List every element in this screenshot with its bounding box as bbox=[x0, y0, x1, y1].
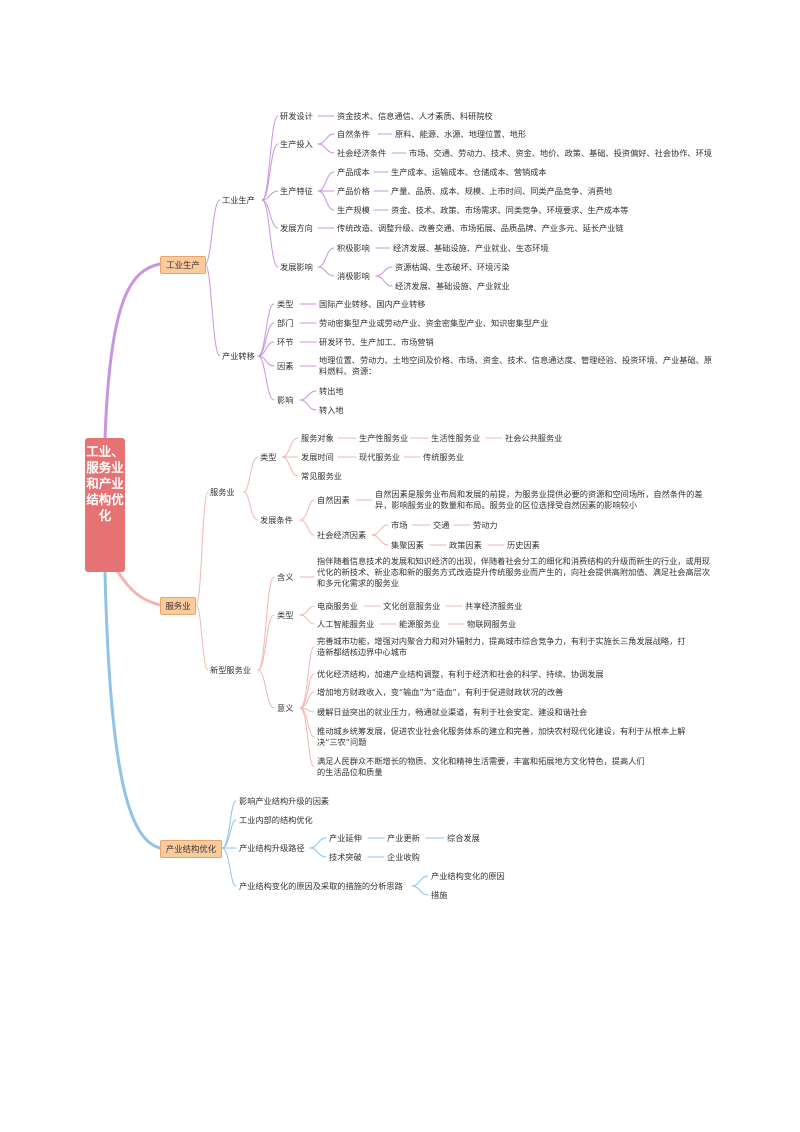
node-feature-cost: 产品成本 bbox=[337, 167, 370, 177]
node-service-social: 社会经济因素 bbox=[317, 530, 367, 540]
node-service-common: 常见服务业 bbox=[301, 471, 342, 481]
node-new-type-v6: 物联网服务业 bbox=[467, 619, 517, 629]
node-impact-positive-value: 经济发展、基础设施、产业就业、生态环境 bbox=[393, 243, 549, 253]
node-service-natural-value: 自然因素是服务业布局和发展的前提，为服务业提供必要的资源和空间场所，自然条件的差… bbox=[375, 489, 703, 510]
node-service-object-v1: 生产性服务业 bbox=[359, 433, 409, 443]
node-feature: 生产特征 bbox=[280, 186, 313, 196]
node-path-v2: 产业更新 bbox=[387, 833, 420, 843]
node-transfer-factor-value: 地理位置、劳动力、土地空间及价格、市场、资金、技术、信息通达度、管理经验、投资环… bbox=[319, 355, 713, 376]
node-service-time-v2: 传统服务业 bbox=[423, 452, 464, 462]
node-impact-negative: 消极影响 bbox=[337, 271, 370, 281]
node-service-object-v3: 社会公共服务业 bbox=[505, 433, 563, 443]
node-path-v3: 综合发展 bbox=[447, 833, 480, 843]
node-signif-2: 优化经济结构，加速产业结构调整，有利于经济和社会的科学、持续、协调发展 bbox=[317, 669, 604, 679]
node-service-natural: 自然因素 bbox=[317, 495, 350, 505]
node-transfer-effect-value-2: 转入地 bbox=[319, 405, 344, 415]
node-new-type-v1: 电商服务业 bbox=[317, 601, 358, 611]
node-signif-3: 增加地方财政收入，变“输血”为“造血”，有利于促进财政状况的改善 bbox=[317, 687, 564, 697]
node-new-type-v2: 文化创意服务业 bbox=[383, 601, 441, 611]
node-transfer-effect-value-1: 转出地 bbox=[319, 386, 344, 396]
node-feature-scale: 生产规模 bbox=[337, 205, 370, 215]
node-input-social-value: 市场、交通、劳动力、技术、资金、地价、政策、基础、投资偏好、社会协作、环境 bbox=[409, 148, 712, 158]
node-service-social-v3: 劳动力 bbox=[473, 520, 498, 530]
node-direction-value: 传统改造、调整升级、改善交通、市场拓展、品质品牌、产业多元、延长产业链 bbox=[337, 223, 624, 233]
node-new-type-v4: 人工智能服务业 bbox=[317, 619, 375, 629]
node-analysis-v1: 产业结构变化的原因 bbox=[431, 871, 505, 881]
node-new-type-v3: 共享经济服务业 bbox=[465, 601, 523, 611]
node-service-social-v6: 历史因素 bbox=[507, 540, 540, 550]
node-signif-6: 满足人民群众不断增长的物质、文化和精神生活需要，丰富和拓展地方文化特色，提高人们… bbox=[317, 756, 645, 777]
node-new-meaning-value: 指伴随着信息技术的发展和知识经济的出现，伴随着社会分工的细化和消费结构的升级而新… bbox=[317, 556, 711, 588]
node-service-basic: 服务业 bbox=[210, 487, 235, 497]
node-path-v1: 产业延伸 bbox=[329, 833, 362, 843]
node-new-service: 新型服务业 bbox=[210, 665, 251, 675]
node-service-social-v1: 市场 bbox=[391, 520, 408, 530]
node-feature-scale-value: 资金、技术、政策、市场需求、同类竞争、环境要求、生产成本等 bbox=[391, 205, 629, 215]
node-path-v4: 技术突破 bbox=[329, 852, 362, 862]
node-transfer-link-value: 研发环节、生产加工、市场营销 bbox=[319, 337, 434, 347]
node-impact: 发展影响 bbox=[280, 262, 313, 272]
node-service-social-v4: 集聚因素 bbox=[391, 540, 424, 550]
node-service-type: 类型 bbox=[260, 452, 277, 462]
main-node-industry: 工业生产 bbox=[160, 256, 206, 274]
node-feature-price: 产品价格 bbox=[337, 186, 370, 196]
node-transfer-dept-value: 劳动密集型产业或劳动产业、资金密集型产业、知识密集型产业 bbox=[319, 318, 549, 328]
node-new-type-v5: 能源服务业 bbox=[399, 619, 440, 629]
node-impact-negative-value-1: 资源枯竭、生态破坏、环境污染 bbox=[395, 262, 510, 272]
node-transfer-type: 类型 bbox=[277, 299, 294, 309]
node-input-social: 社会经济条件 bbox=[337, 148, 387, 158]
node-signif-5: 推动城乡统筹发展，促进农业社会化服务体系的建立和完善，加快农村现代化建设，有利于… bbox=[317, 726, 686, 747]
node-input-natural-value: 原料、能源、水源、地理位置、地形 bbox=[395, 129, 527, 139]
node-input-natural: 自然条件 bbox=[337, 129, 370, 139]
node-rd: 研发设计 bbox=[280, 111, 313, 121]
node-impact-positive: 积极影响 bbox=[337, 243, 370, 253]
node-signif-1: 完善城市功能，增强对内聚合力和对外辐射力，提高城市综合竞争力，有利于实施长三角发… bbox=[317, 636, 686, 657]
node-transfer-factor: 因素 bbox=[277, 361, 294, 371]
node-transfer-effect: 影响 bbox=[277, 395, 294, 405]
node-input: 生产投入 bbox=[280, 139, 313, 149]
node-feature-cost-value: 生产成本、运输成本、仓储成本、营销成本 bbox=[391, 167, 547, 177]
node-optimize-path: 产业结构升级路径 bbox=[239, 843, 305, 853]
node-impact-negative-value-2: 经济发展、基础设施、产业就业 bbox=[395, 281, 510, 291]
main-node-service: 服务业 bbox=[160, 597, 196, 615]
node-new-type: 类型 bbox=[277, 610, 294, 620]
node-optimize-a: 影响产业结构升级的因素 bbox=[239, 796, 330, 806]
node-service-object-v2: 生活性服务业 bbox=[431, 433, 481, 443]
node-analysis-v2: 措施 bbox=[431, 890, 448, 900]
node-feature-price-value: 产量、品质、成本、规模、上市时间、同类产品竞争、消费地 bbox=[391, 186, 613, 196]
node-new-meaning: 含义 bbox=[277, 572, 294, 582]
node-service-social-v5: 政策因素 bbox=[449, 540, 482, 550]
node-service-social-v2: 交通 bbox=[433, 520, 450, 530]
node-transfer-dept: 部门 bbox=[277, 318, 294, 328]
node-transfer-link: 环节 bbox=[277, 337, 294, 347]
root-node: 工业、服务业和产业结构优化 bbox=[85, 438, 125, 572]
node-optimize-b: 工业内部的结构优化 bbox=[239, 815, 313, 825]
node-service-time: 发展时间 bbox=[301, 452, 334, 462]
node-path-v5: 企业收购 bbox=[387, 852, 420, 862]
main-node-optimize: 产业结构优化 bbox=[160, 840, 222, 858]
node-service-cond: 发展条件 bbox=[260, 515, 293, 525]
node-production: 工业生产 bbox=[222, 195, 255, 205]
node-signif-4: 缓解日益突出的就业压力，畅通就业渠道，有利于社会安定、建设和谐社会 bbox=[317, 707, 588, 717]
node-transfer: 产业转移 bbox=[222, 351, 255, 361]
node-service-time-v1: 现代服务业 bbox=[359, 452, 400, 462]
node-optimize-analysis: 产业结构变化的原因及采取的措施的分析思路 bbox=[239, 881, 403, 891]
node-service-object: 服务对象 bbox=[301, 433, 334, 443]
node-new-signif: 意义 bbox=[277, 703, 294, 713]
node-direction: 发展方向 bbox=[280, 223, 313, 233]
node-transfer-type-value: 国际产业转移、国内产业转移 bbox=[319, 299, 426, 309]
node-rd-value: 资金技术、信息通信、人才素质、科研院校 bbox=[337, 111, 493, 121]
